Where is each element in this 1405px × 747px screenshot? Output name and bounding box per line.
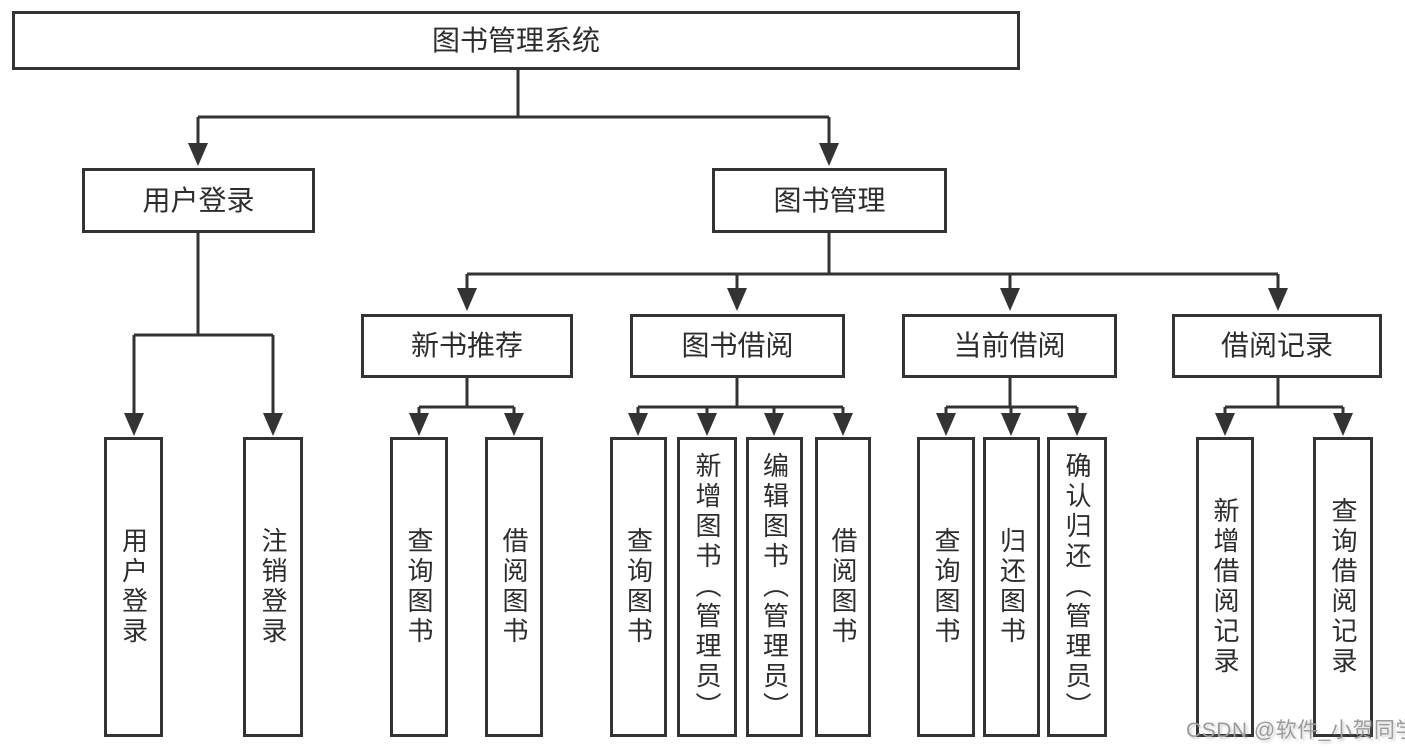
arrowhead-icon — [764, 413, 784, 436]
connector-new-book-rec-to-leaves — [417, 378, 516, 414]
arrowhead-icon — [727, 288, 747, 311]
arrowhead-icon — [457, 288, 477, 311]
leaf-query-books-current: 查询图书 — [917, 437, 975, 737]
connector-user-login-to-leaves — [132, 233, 275, 413]
leaf-query-borrow-record: 查询借阅记录 — [1313, 437, 1373, 737]
arrowhead-icon — [263, 413, 283, 436]
arrowhead-icon — [628, 413, 648, 436]
leaf-return-books: 归还图书 — [983, 437, 1040, 737]
node-book-borrowing: 图书借阅 — [630, 314, 845, 378]
leaf-logout: 注销登录 — [243, 437, 303, 737]
connector-book-borrow-to-leaves — [636, 378, 845, 414]
leaf-confirm-return-admin: 确认归还（管理员） — [1047, 437, 1107, 737]
leaf-query-books-recommend: 查询图书 — [390, 437, 448, 737]
arrowhead-icon — [1000, 288, 1020, 311]
arrowhead-icon — [1333, 413, 1353, 436]
arrowhead-icon — [1268, 288, 1288, 311]
leaf-borrow-books-recommend: 借阅图书 — [485, 437, 543, 737]
csdn-watermark: CSDN @软件_小贺同学 — [1186, 719, 1405, 742]
connector-borrow-record-to-leaves — [1223, 378, 1345, 414]
node-book-management: 图书管理 — [712, 168, 947, 233]
arrowheads — [124, 143, 1353, 436]
leaf-add-books-admin: 新增图书（管理员） — [677, 437, 737, 737]
node-user-login-branch: 用户登录 — [82, 168, 315, 233]
leaf-query-books-borrowing: 查询图书 — [610, 437, 667, 737]
arrowhead-icon — [1215, 413, 1235, 436]
arrowhead-icon — [819, 143, 839, 166]
arrowhead-icon — [1067, 413, 1087, 436]
arrowhead-icon — [188, 143, 208, 166]
arrowhead-icon — [833, 413, 853, 436]
arrowhead-icon — [697, 413, 717, 436]
node-borrowing-records: 借阅记录 — [1172, 314, 1382, 378]
node-library-system: 图书管理系统 — [12, 11, 1020, 70]
connector-book-mgmt-to-level3 — [465, 233, 1280, 290]
arrowhead-icon — [1001, 413, 1021, 436]
connector-root-to-level2 — [196, 70, 831, 147]
arrowhead-icon — [124, 413, 144, 436]
leaf-edit-books-admin: 编辑图书（管理员） — [746, 437, 803, 737]
connector-current-borrow-to-leaves — [944, 378, 1079, 414]
node-new-book-recommend: 新书推荐 — [361, 314, 573, 378]
leaf-user-login: 用户登录 — [104, 437, 163, 737]
node-current-borrowing: 当前借阅 — [902, 314, 1117, 378]
arrowhead-icon — [936, 413, 956, 436]
leaf-add-borrow-record: 新增借阅记录 — [1196, 437, 1254, 737]
arrowhead-icon — [409, 413, 429, 436]
arrowhead-icon — [504, 413, 524, 436]
leaf-borrow-books-borrowing: 借阅图书 — [815, 437, 871, 737]
